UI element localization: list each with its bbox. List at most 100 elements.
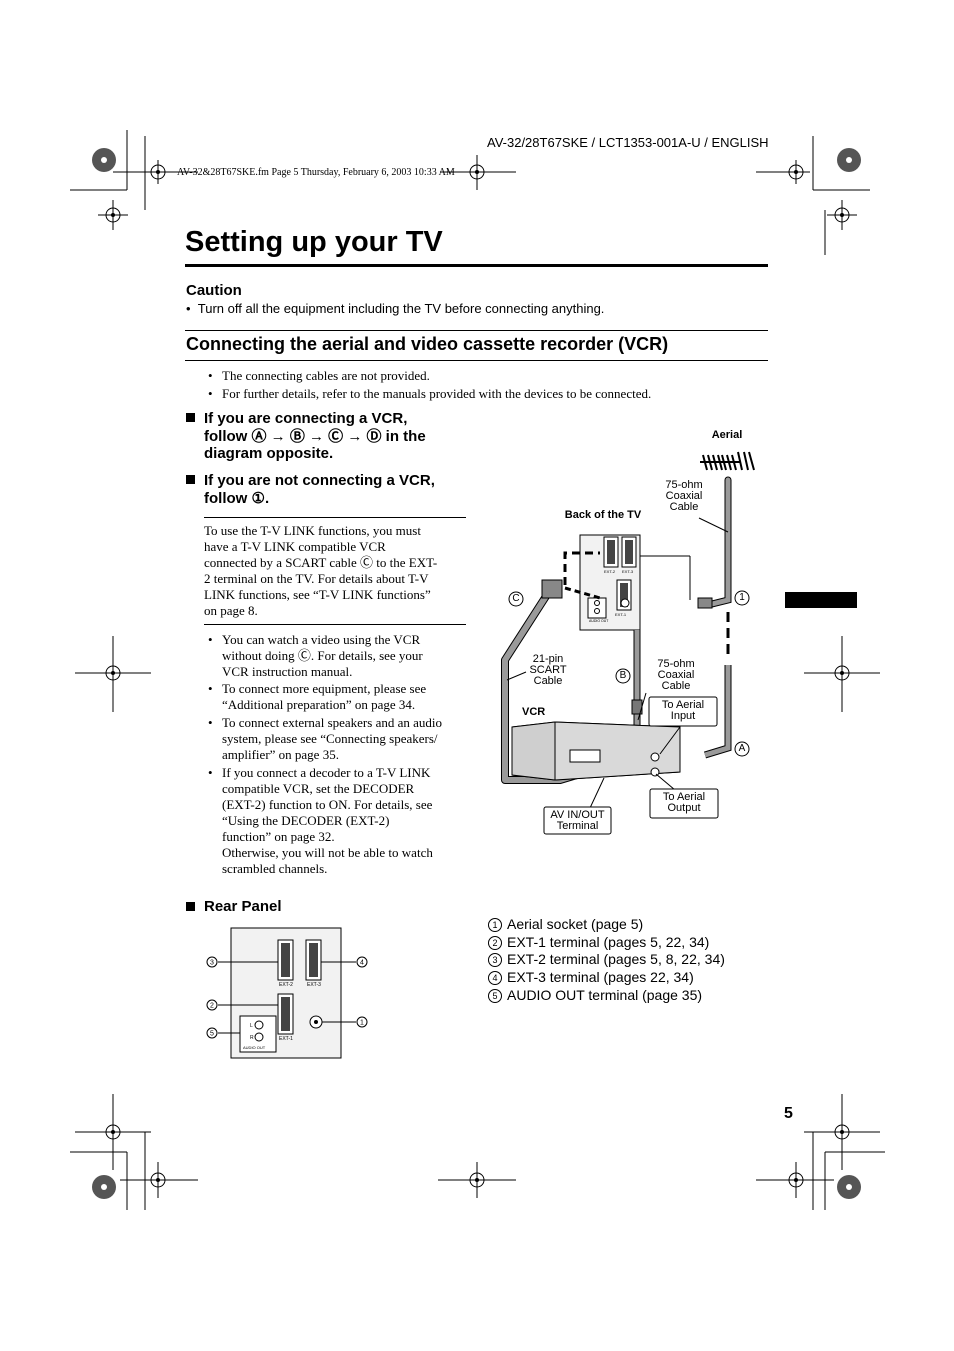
tv-ext3-label: EXT-3 bbox=[622, 569, 634, 574]
legend-item: 5 AUDIO OUT terminal (page 35) bbox=[488, 987, 702, 1004]
label-line: Input bbox=[670, 710, 696, 722]
rear-panel-figure: 3 4 2 5 1 EXT-2 EXT-3 EXT-1 L R AUDIO OU… bbox=[206, 927, 368, 1059]
tip-line: Otherwise, you will not be able to watch bbox=[222, 845, 433, 860]
legend-number: 1 bbox=[488, 918, 502, 932]
rear-ext3-label: EXT-3 bbox=[307, 982, 321, 988]
aerial-label: Aerial bbox=[711, 429, 743, 441]
bullet-text: For further details, refer to the manual… bbox=[222, 386, 652, 401]
rear-marker-3: 3 bbox=[210, 960, 214, 967]
caution-heading: Caution bbox=[186, 282, 242, 299]
legend-item: 3 EXT-2 terminal (pages 5, 8, 22, 34) bbox=[488, 951, 725, 968]
rear-ext2-label: EXT-2 bbox=[279, 982, 293, 988]
coax-line: Cable bbox=[661, 680, 691, 692]
tvlink-note: To use the T-V LINK functions, you must … bbox=[204, 523, 466, 619]
legend-number: 5 bbox=[488, 989, 502, 1003]
note-line: LINK functions, see “T-V LINK functions” bbox=[204, 587, 431, 602]
to-aerial-output-label: To Aerial Output bbox=[650, 792, 718, 814]
legend-text: AUDIO OUT terminal (page 35) bbox=[507, 987, 703, 1003]
legend-text: EXT-3 terminal (pages 22, 34) bbox=[507, 969, 694, 985]
tv-ext2-label: EXT-2 bbox=[604, 569, 616, 574]
coax-mid-label: 75-ohm Coaxial Cable bbox=[652, 659, 700, 692]
connection-diagram: EXT-2 EXT-3 EXT-1 AUDIO OUT bbox=[501, 451, 755, 835]
coax-line: Coaxial bbox=[665, 490, 703, 502]
note-rule-bottom bbox=[204, 624, 466, 625]
scart-line: 21-pin bbox=[532, 653, 564, 665]
legend-text: EXT-1 terminal (pages 5, 22, 34) bbox=[507, 934, 710, 950]
legend-number: 2 bbox=[488, 936, 502, 950]
vcr-label: VCR bbox=[522, 706, 546, 718]
tip-line: scrambled channels. bbox=[222, 861, 328, 876]
tip-line: system, please see “Connecting speakers/ bbox=[222, 731, 438, 746]
tip-line: If you connect a decoder to a T-V LINK bbox=[222, 765, 431, 780]
note-rule-top bbox=[204, 517, 466, 518]
instruction-line: diagram opposite. bbox=[204, 445, 334, 462]
coax-top-label: 75-ohm Coaxial Cable bbox=[660, 480, 708, 513]
tip-line: (EXT-2) function to ON. For details, see bbox=[222, 797, 433, 812]
av-inout-box bbox=[543, 806, 612, 835]
tv-aerial-socket bbox=[620, 598, 630, 608]
title-rule bbox=[185, 264, 768, 267]
note-line: on page 8. bbox=[204, 603, 258, 618]
square-bullet-icon bbox=[186, 902, 195, 911]
tip-line: without doing Ⓒ. For details, see your bbox=[222, 648, 423, 663]
legend-item: 4 EXT-3 terminal (pages 22, 34) bbox=[488, 969, 694, 986]
rear-marker-4: 4 bbox=[360, 960, 364, 967]
to-aerial-output-box bbox=[649, 788, 719, 819]
scart-label: 21-pin SCART Cable bbox=[527, 654, 569, 687]
vcr-body bbox=[511, 721, 681, 781]
legend-item: 2 EXT-1 terminal (pages 5, 22, 34) bbox=[488, 934, 709, 951]
header-model: AV-32/28T67SKE / LCT1353-001A-U / ENGLIS… bbox=[487, 135, 769, 150]
scart-plug bbox=[541, 579, 563, 599]
note-line: connected by a SCART cable Ⓒ to the EXT- bbox=[204, 555, 438, 570]
header-file-info: AV-32&28T67SKE.fm Page 5 Thursday, Febru… bbox=[177, 167, 455, 178]
label-line: To Aerial bbox=[662, 791, 706, 803]
vcr-instruction: If you are connecting a VCR, follow Ⓐ → … bbox=[186, 410, 426, 463]
coax-line: Coaxial bbox=[657, 669, 695, 681]
section-tab-marker bbox=[785, 592, 857, 608]
aerial-icon bbox=[700, 451, 755, 471]
scart-line: Cable bbox=[533, 675, 563, 687]
note-line: 2 terminal on the TV. For details about … bbox=[204, 571, 429, 586]
section-bullet: •The connecting cables are not provided. bbox=[208, 368, 430, 383]
instruction-line: If you are not connecting a VCR, bbox=[204, 472, 435, 489]
rear-ext1-label: EXT-1 bbox=[279, 1036, 293, 1042]
note-line: To use the T-V LINK functions, you must bbox=[204, 523, 421, 538]
rear-panel-heading: Rear Panel bbox=[186, 898, 282, 915]
coax-line: 75-ohm bbox=[665, 479, 703, 491]
label-line: AV IN/OUT bbox=[550, 809, 605, 821]
tip-item: • To connect external speakers and an au… bbox=[208, 715, 467, 763]
aerial-plug bbox=[697, 597, 713, 609]
caution-text-content: Turn off all the equipment including the… bbox=[197, 301, 605, 316]
tip-line: compatible VCR, set the DECODER bbox=[222, 781, 415, 796]
legend-text: Aerial socket (page 5) bbox=[507, 916, 644, 932]
tip-line: amplifier” on page 35. bbox=[222, 747, 339, 762]
section-rule-bottom bbox=[185, 360, 768, 361]
square-bullet-icon bbox=[186, 413, 195, 422]
rear-r-label: R bbox=[250, 1035, 254, 1041]
instruction-line: follow Ⓐ → Ⓑ → Ⓒ → Ⓓ in the bbox=[204, 427, 426, 445]
tip-item: • To connect more equipment, please see … bbox=[208, 681, 467, 713]
marker-1: 1 bbox=[739, 592, 745, 603]
legend-number: 4 bbox=[488, 971, 502, 985]
legend-item: 1 Aerial socket (page 5) bbox=[488, 916, 643, 933]
marker-a: A bbox=[738, 743, 746, 754]
legend-number: 3 bbox=[488, 953, 502, 967]
bullet-text: The connecting cables are not provided. bbox=[222, 368, 430, 383]
to-aerial-input-label: To Aerial Input bbox=[649, 700, 717, 722]
instruction-line: follow ①. bbox=[204, 489, 270, 507]
legend-text: EXT-2 terminal (pages 5, 8, 22, 34) bbox=[507, 951, 725, 967]
tip-line: To connect external speakers and an audi… bbox=[222, 715, 442, 730]
rear-l-label: L bbox=[250, 1023, 253, 1029]
page-number: 5 bbox=[784, 1105, 793, 1122]
instruction-line: If you are connecting a VCR, bbox=[204, 410, 408, 427]
scart-line: SCART bbox=[529, 664, 567, 676]
label-line: To Aerial bbox=[661, 699, 705, 711]
tv-ext1-label: EXT-1 bbox=[615, 612, 627, 617]
tip-line: “Using the DECODER (EXT-2) bbox=[222, 813, 390, 828]
page-title: Setting up your TV bbox=[185, 226, 443, 258]
tip-line: “Additional preparation” on page 34. bbox=[222, 697, 416, 712]
marker-b: B bbox=[619, 670, 627, 681]
coax-line: Cable bbox=[669, 501, 699, 513]
section-title: Connecting the aerial and video cassette… bbox=[186, 334, 669, 354]
